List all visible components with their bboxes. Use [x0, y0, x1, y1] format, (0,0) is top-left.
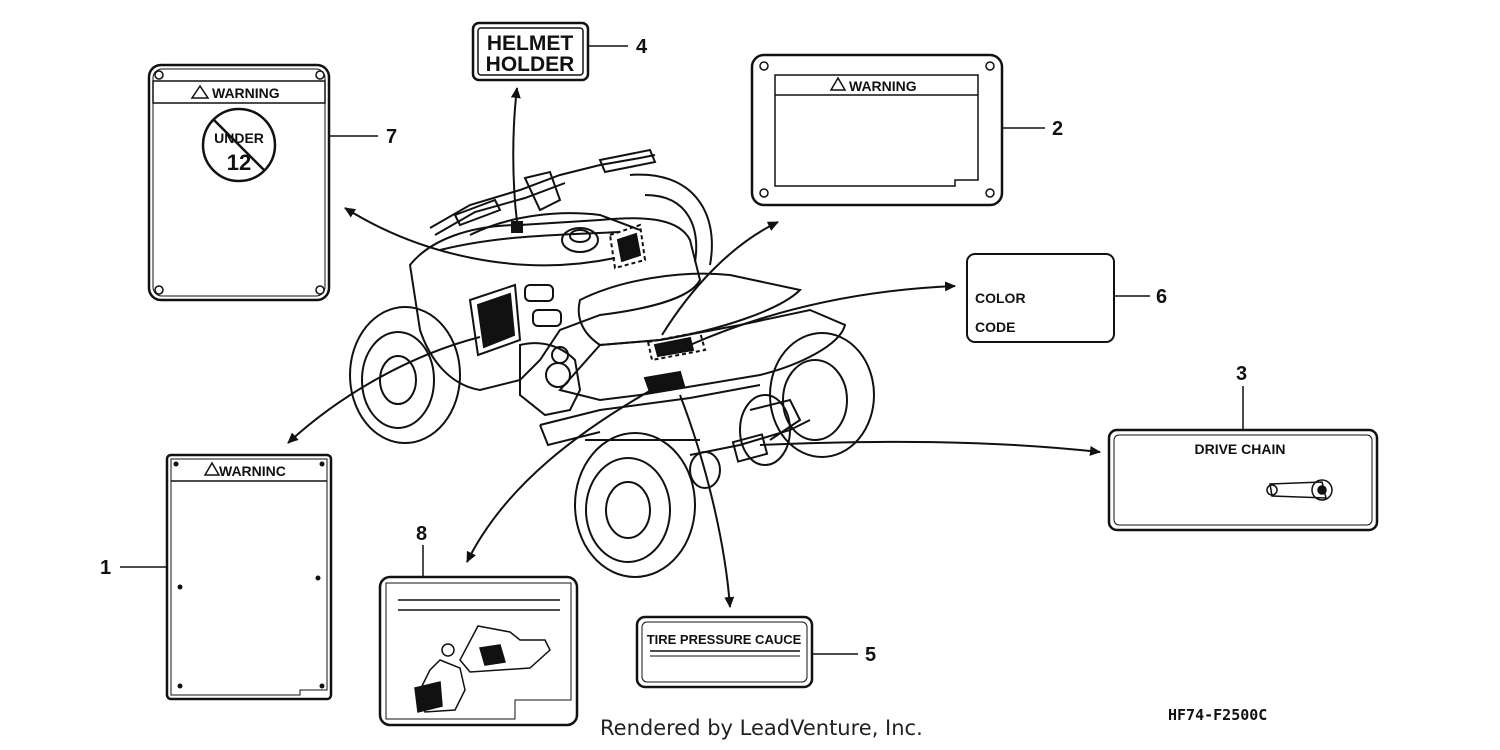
- arrow-to-2: [661, 221, 779, 336]
- footer-credit: Rendered by LeadVenture, Inc.: [600, 716, 923, 740]
- seat: [577, 272, 803, 347]
- arrow-to-8: [466, 384, 661, 563]
- callout-3: 3: [1236, 363, 1247, 385]
- label-8-instruction: 8: [378, 523, 579, 727]
- arrow-to-5: [679, 394, 735, 608]
- front-right-wheel: [629, 173, 713, 266]
- rear-left-wheel: [574, 432, 700, 578]
- label-7-age: 12: [227, 150, 251, 175]
- rear-right-wheel: [769, 332, 875, 458]
- label-1-warning: WARNINC 1: [100, 453, 333, 701]
- leader-arrows: [287, 87, 1101, 608]
- arrow-to-3: [759, 440, 1101, 456]
- callout-1: 1: [100, 557, 111, 579]
- label-6-code: CODE: [975, 319, 1015, 335]
- callout-8: 8: [416, 523, 427, 545]
- rider-pictogram: [414, 625, 551, 713]
- diagram-code: HF74-F2500C: [1168, 706, 1268, 724]
- chain-icon: [1266, 479, 1333, 501]
- label-4-helmet-holder: HELMET HOLDER 4: [471, 21, 648, 82]
- handlebar: [429, 154, 656, 229]
- arrow-to-7: [344, 207, 616, 267]
- label-4-line1: HELMET: [487, 32, 574, 55]
- label-1-title: WARNINC: [219, 463, 286, 479]
- label-2-warning: WARNING 2: [750, 53, 1063, 207]
- label-3-drive-chain: DRIVE CHAIN 3: [1107, 363, 1379, 532]
- label-5-tire-pressure: TIRE PRESSURE CAUCE 5: [635, 615, 876, 689]
- rear-fender: [558, 308, 847, 402]
- front-fender: [408, 217, 702, 392]
- arrow-to-4: [510, 87, 521, 223]
- label-6-color-code: COLOR CODE 6: [966, 253, 1167, 343]
- arrow-to-6: [689, 281, 956, 346]
- label-7-title: WARNING: [212, 85, 280, 101]
- label-6-color: COLOR: [975, 290, 1026, 306]
- callout-2: 2: [1052, 118, 1063, 140]
- atv-illustration: [349, 148, 875, 578]
- callout-5: 5: [865, 644, 876, 666]
- callout-7: 7: [386, 126, 397, 148]
- label-5-title: TIRE PRESSURE CAUCE: [647, 632, 802, 647]
- callout-4: 4: [636, 36, 648, 58]
- label-7-warning-under12: WARNING UNDER 12 7: [147, 63, 397, 302]
- callout-6: 6: [1156, 286, 1167, 308]
- label-4-line2: HOLDER: [486, 53, 575, 76]
- label-3-title: DRIVE CHAIN: [1194, 441, 1285, 457]
- label-2-title: WARNING: [849, 78, 917, 94]
- label-7-under: UNDER: [214, 130, 264, 146]
- front-left-wheel: [349, 306, 461, 444]
- arrow-to-1: [287, 336, 481, 444]
